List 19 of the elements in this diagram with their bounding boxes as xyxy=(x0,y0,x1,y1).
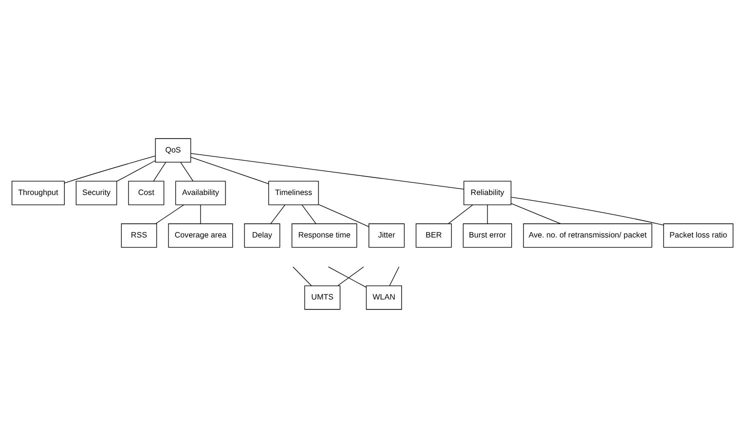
connector xyxy=(338,266,364,286)
connector xyxy=(270,204,286,224)
connector xyxy=(302,204,316,224)
connector xyxy=(64,155,156,183)
connector xyxy=(389,266,400,286)
connector xyxy=(190,156,269,184)
connector xyxy=(510,196,664,225)
connector xyxy=(155,204,184,224)
connector xyxy=(190,152,464,190)
connector xyxy=(153,162,166,181)
connector xyxy=(116,160,156,182)
connector xyxy=(448,204,474,224)
connector xyxy=(487,204,488,224)
connector xyxy=(292,266,312,286)
connector xyxy=(318,204,370,227)
connector xyxy=(180,162,194,181)
connector xyxy=(510,202,561,224)
connector xyxy=(328,266,367,288)
connector xyxy=(200,204,201,224)
